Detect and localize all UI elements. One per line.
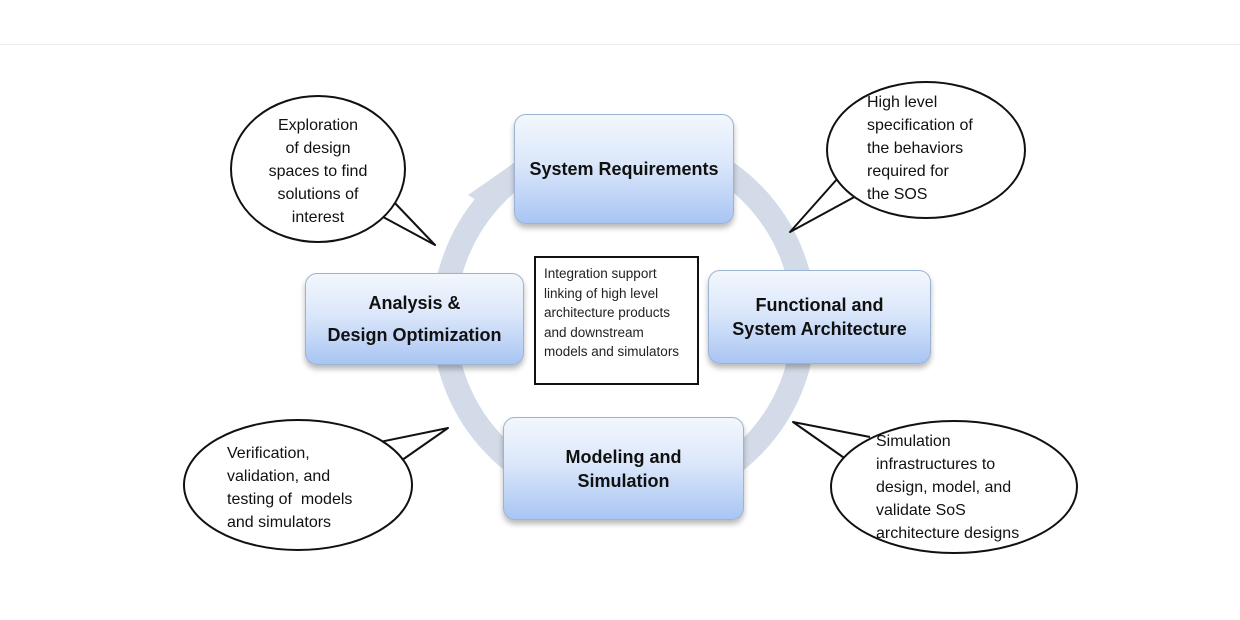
analysis-optimization-label-line1: Analysis & (368, 293, 461, 313)
bubble-bottom-left-line: Verification, (227, 445, 310, 462)
bubble-top-left-line: solutions of (277, 186, 359, 203)
bubble-bottom-left-line: and simulators (227, 514, 332, 531)
bubble-bottom-right-line: infrastructures to (876, 456, 996, 473)
bubble-bottom-right (792, 420, 1078, 554)
integration-support-note: Integration support linking of high leve… (534, 256, 699, 385)
modeling-simulation-label-line2: Simulation (577, 470, 670, 491)
bubble-top-right-text: High level specification of the behavior… (867, 91, 1007, 206)
bubble-top-right (789, 81, 1026, 233)
bubble-bottom-right-text: Simulation infrastructures to design, mo… (876, 430, 1051, 545)
bubble-top-right-line: the SOS (867, 186, 928, 203)
bubble-top-left (230, 95, 436, 246)
bubble-top-left-line: interest (291, 209, 345, 226)
bubble-top-right-line: High level (867, 94, 938, 111)
bubble-bottom-right-line: validate SoS (876, 502, 966, 519)
bubble-top-left-line: of design (285, 140, 351, 157)
functional-architecture-label-line2: System Architecture (732, 319, 907, 339)
system-requirements-label: System Requirements (529, 159, 719, 179)
bubble-bottom-left-text: Verification, validation, and testing of… (227, 442, 397, 534)
functional-architecture-box: Functional and System Architecture (708, 270, 931, 364)
bubble-bottom-right-line: design, model, and (876, 479, 1012, 496)
bubble-bottom-left-line: validation, and (227, 468, 331, 485)
top-divider (0, 44, 1240, 45)
bubble-bottom-right-line: architecture designs (876, 525, 1020, 542)
functional-architecture-label-line1: Functional and (755, 295, 884, 315)
analysis-optimization-box: Analysis & Design Optimization (305, 273, 524, 365)
bubble-bottom-right-line: Simulation (876, 433, 951, 450)
analysis-optimization-label-line2: Design Optimization (327, 325, 502, 345)
bubble-top-right-line: the behaviors (867, 140, 964, 157)
bubble-top-left-line: spaces to find (268, 163, 368, 180)
bubble-top-right-line: specification of (867, 117, 973, 134)
system-requirements-box: System Requirements (514, 114, 734, 224)
bubble-top-left-text: Exploration of design spaces to find sol… (248, 114, 388, 229)
bubble-top-left-line: Exploration (277, 117, 359, 134)
bubble-bottom-left-line: testing of models (227, 491, 353, 508)
modeling-simulation-box: Modeling and Simulation (503, 417, 744, 520)
bubble-top-right-line: required for (867, 163, 949, 180)
modeling-simulation-label-line1: Modeling and (565, 446, 682, 467)
bubble-bottom-left (183, 419, 449, 551)
cycle-arrowhead (468, 170, 504, 210)
